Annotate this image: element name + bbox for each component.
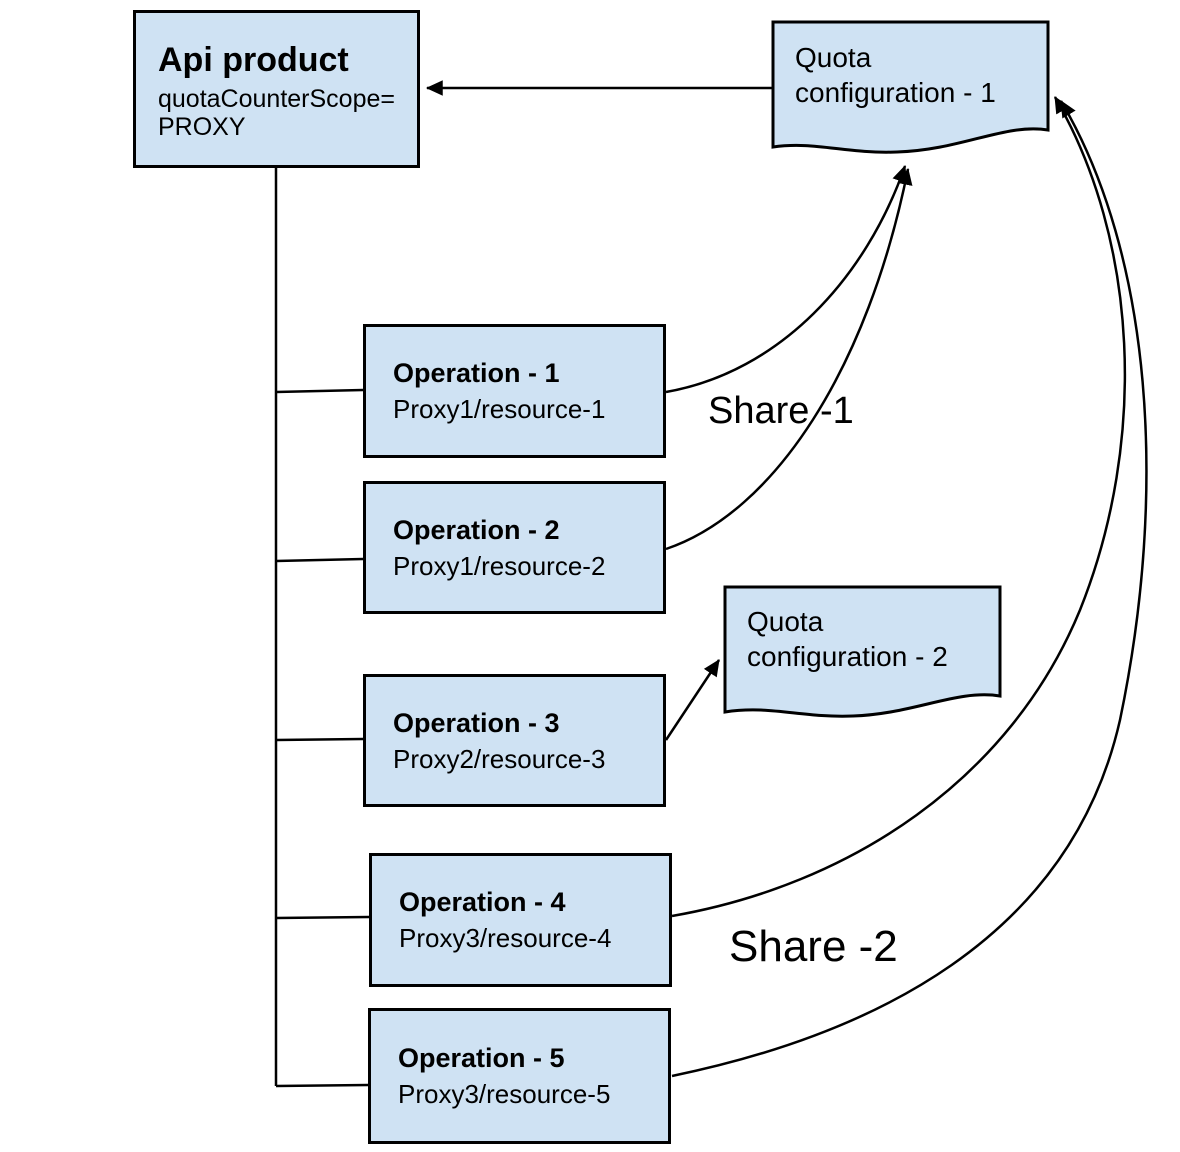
edge-branch-operation-3 xyxy=(275,737,364,742)
api-product-title: Api product xyxy=(158,41,349,79)
share-2-label: Share -2 xyxy=(729,922,898,971)
node-operation-4: Operation - 4 Proxy3/resource-4 xyxy=(369,853,672,987)
operation-2-title: Operation - 2 xyxy=(393,514,560,545)
operation-4-title: Operation - 4 xyxy=(399,887,566,917)
share-1-label: Share -1 xyxy=(708,390,854,432)
quota-config-2-line1: Quota xyxy=(747,606,824,637)
api-product-scope-value: PROXY xyxy=(158,113,246,141)
quota-config-1-line1: Quota xyxy=(795,42,872,73)
operation-1-title: Operation - 1 xyxy=(393,358,560,388)
operation-1-resource: Proxy1/resource-1 xyxy=(393,394,606,424)
node-operation-1: Operation - 1 Proxy1/resource-1 xyxy=(363,324,666,458)
node-quota-config-2: Quota configuration - 2 xyxy=(747,604,948,674)
edge-operation4-to-quota1-arrow xyxy=(671,96,1127,918)
edge-operation2-to-quota1-arrow xyxy=(665,167,913,551)
edge-operation3-to-quota2-arrow xyxy=(664,659,721,741)
api-product-quota-counter-scope: quotaCounterScope= xyxy=(158,85,395,113)
edge-branch-operation-1 xyxy=(275,388,364,394)
node-api-product: Api product quotaCounterScope= PROXY xyxy=(133,10,420,168)
edge-branch-operation-4 xyxy=(275,915,370,920)
edge-operation1-to-quota1-arrow xyxy=(665,165,908,394)
node-quota-config-1: Quota configuration - 1 xyxy=(795,40,996,110)
edge-branch-operation-2 xyxy=(275,557,364,563)
node-operation-3: Operation - 3 Proxy2/resource-3 xyxy=(363,674,666,807)
operation-5-title: Operation - 5 xyxy=(398,1043,565,1073)
operation-4-resource: Proxy3/resource-4 xyxy=(399,923,612,953)
node-operation-2: Operation - 2 Proxy1/resource-2 xyxy=(363,481,666,614)
edge-branch-operation-5 xyxy=(275,1083,369,1088)
node-operation-5: Operation - 5 Proxy3/resource-5 xyxy=(368,1008,671,1144)
operation-3-title: Operation - 3 xyxy=(393,707,560,738)
quota-config-2-line2: configuration - 2 xyxy=(747,641,948,672)
operation-5-resource: Proxy3/resource-5 xyxy=(398,1079,611,1109)
operation-2-resource: Proxy1/resource-2 xyxy=(393,550,606,581)
quota-config-1-line2: configuration - 1 xyxy=(795,77,996,108)
operation-3-resource: Proxy2/resource-3 xyxy=(393,743,606,774)
